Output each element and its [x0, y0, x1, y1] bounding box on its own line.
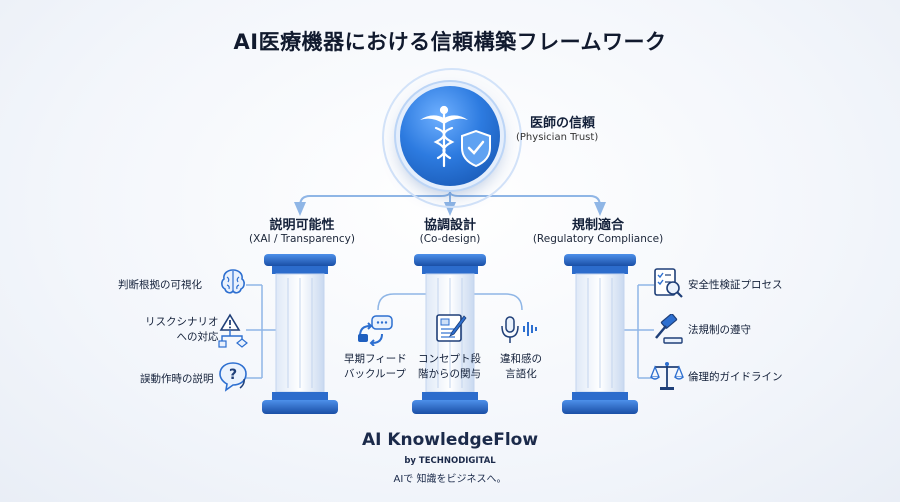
- emblem-halo: [382, 68, 522, 208]
- trust-title: 医師の信頼: [530, 116, 596, 131]
- pillar-codesign: [412, 254, 488, 414]
- checklist-icon: [654, 268, 683, 298]
- voice-wave-icon: [501, 316, 537, 343]
- question-bubble-icon: ?: [219, 362, 247, 392]
- scales-icon: [650, 362, 684, 390]
- pillar-xai: [262, 254, 338, 414]
- pillar-regulatory: [562, 254, 638, 414]
- feedback-chat-icon: [358, 315, 393, 346]
- brain-icon: [221, 269, 245, 294]
- brand-by: by TECHNODIGITAL: [404, 456, 496, 466]
- caduceus-shield-icon: [420, 105, 491, 168]
- pillar-title-regulatory: 規制適合: [571, 218, 624, 233]
- gavel-icon: [655, 314, 683, 344]
- pillar-title-codesign: 協調設計: [423, 218, 476, 233]
- item-label-verbalize: 違和感の 言語化: [500, 353, 542, 380]
- svg-text:?: ?: [229, 367, 237, 383]
- pillar-subtitle-regulatory: (Regulatory Compliance): [532, 233, 664, 245]
- pillar-subtitle-xai: (XAI / Transparency): [249, 233, 355, 245]
- brand-tagline: AIで 知識をビジネスへ。: [393, 474, 507, 485]
- item-label-risk: リスクシナリオ への対応: [145, 316, 219, 343]
- item-label-malfunction: 誤動作時の説明: [140, 373, 214, 385]
- page-title: AI医療機器における信頼構築フレームワーク: [233, 30, 667, 54]
- pillar-subtitle-codesign: (Co-design): [419, 233, 481, 245]
- warning-flow-icon: [218, 313, 248, 348]
- item-label-law: 法規制の遵守: [688, 324, 751, 336]
- item-label-feedback: 早期フィード バックループ: [344, 353, 407, 380]
- trust-emblem: [400, 86, 500, 186]
- item-label-visualization: 判断根拠の可視化: [118, 279, 202, 291]
- item-label-ethics: 倫理的ガイドライン: [688, 371, 783, 383]
- pillar-title-xai: 説明可能性: [269, 218, 335, 233]
- trust-subtitle: (Physician Trust): [516, 132, 599, 143]
- design-board-icon: [436, 314, 467, 342]
- brand-name: AI KnowledgeFlow: [361, 430, 539, 450]
- item-label-safety: 安全性検証プロセス: [688, 279, 783, 291]
- item-label-concept: コンセプト段 階からの関与: [418, 353, 481, 380]
